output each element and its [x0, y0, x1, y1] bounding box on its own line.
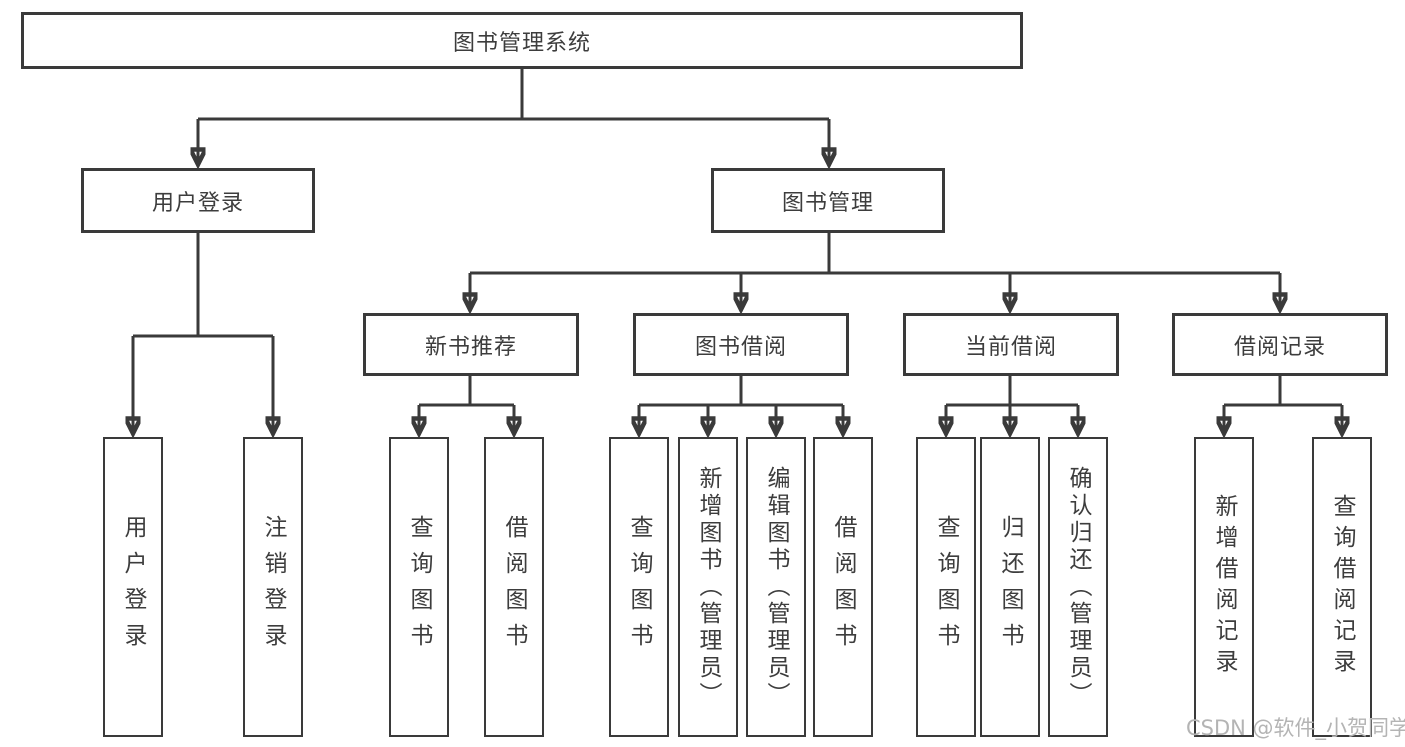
leaf-bb-edit-books-admin: 编辑图书（管理员）: [746, 437, 806, 737]
node-user-login-label: 用户登录: [151, 190, 244, 216]
edge-borrow-records-branch: [1224, 376, 1342, 407]
leaf-bb-add-books-admin: 新增图书（管理员）: [678, 437, 738, 737]
leaf-bb-query-books: 查询图书: [609, 437, 669, 737]
leaf-cb-confirm-return-admin: 确认归还（管理员）: [1048, 437, 1108, 737]
edge-book-borrow-branch: [639, 376, 843, 407]
csdn-watermark: CSDN @软件_小贺同学: [1186, 716, 1405, 740]
node-borrow-records: 借阅记录: [1172, 313, 1388, 376]
node-book-borrow: 图书借阅: [633, 313, 849, 376]
leaf-bb-borrow-books: 借阅图书: [813, 437, 873, 737]
node-book-management-label: 图书管理: [781, 190, 874, 216]
leaf-bb-add-books-admin-label: 新增图书（管理员）: [695, 465, 721, 709]
leaf-bb-edit-books-admin-label: 编辑图书（管理员）: [763, 465, 789, 709]
leaf-cb-confirm-return-admin-label: 确认归还（管理员）: [1065, 465, 1091, 709]
leaf-cb-return-books-label: 归还图书: [997, 515, 1023, 659]
leaf-cb-query-books: 查询图书: [916, 437, 976, 737]
leaf-user-login-label: 用户登录: [120, 515, 146, 659]
node-book-borrow-label: 图书借阅: [694, 334, 787, 360]
node-user-login: 用户登录: [81, 168, 315, 233]
node-current-borrow: 当前借阅: [903, 313, 1119, 376]
leaf-nb-borrow-books: 借阅图书: [484, 437, 544, 737]
leaf-user-login: 用户登录: [103, 437, 163, 737]
leaf-cb-query-books-label: 查询图书: [933, 515, 959, 659]
leaf-br-query-record: 查询借阅记录: [1312, 437, 1372, 737]
leaf-br-query-record-label: 查询借阅记录: [1329, 494, 1355, 680]
edge-book-mgmt-branch: [470, 233, 1280, 275]
edge-root-stem: [198, 69, 829, 121]
node-root-label: 图书管理系统: [452, 30, 591, 56]
leaf-br-add-record-label: 新增借阅记录: [1211, 494, 1237, 680]
edge-current-borrow-branch: [946, 376, 1078, 407]
node-book-management: 图书管理: [711, 168, 945, 233]
node-borrow-records-label: 借阅记录: [1233, 334, 1326, 360]
node-current-borrow-label: 当前借阅: [964, 334, 1057, 360]
leaf-br-add-record: 新增借阅记录: [1194, 437, 1254, 737]
leaf-nb-query-books: 查询图书: [389, 437, 449, 737]
leaf-logout-label: 注销登录: [260, 515, 286, 659]
leaf-bb-borrow-books-label: 借阅图书: [830, 515, 856, 659]
node-new-book-recommend: 新书推荐: [363, 313, 579, 376]
leaf-bb-query-books-label: 查询图书: [626, 515, 652, 659]
leaf-logout: 注销登录: [243, 437, 303, 737]
edge-new-book-branch: [419, 376, 514, 407]
leaf-nb-query-books-label: 查询图书: [406, 515, 432, 659]
node-new-book-recommend-label: 新书推荐: [424, 334, 517, 360]
leaf-cb-return-books: 归还图书: [980, 437, 1040, 737]
edge-user-login-branch: [133, 233, 273, 338]
leaf-nb-borrow-books-label: 借阅图书: [501, 515, 527, 659]
node-root-system: 图书管理系统: [21, 12, 1023, 69]
